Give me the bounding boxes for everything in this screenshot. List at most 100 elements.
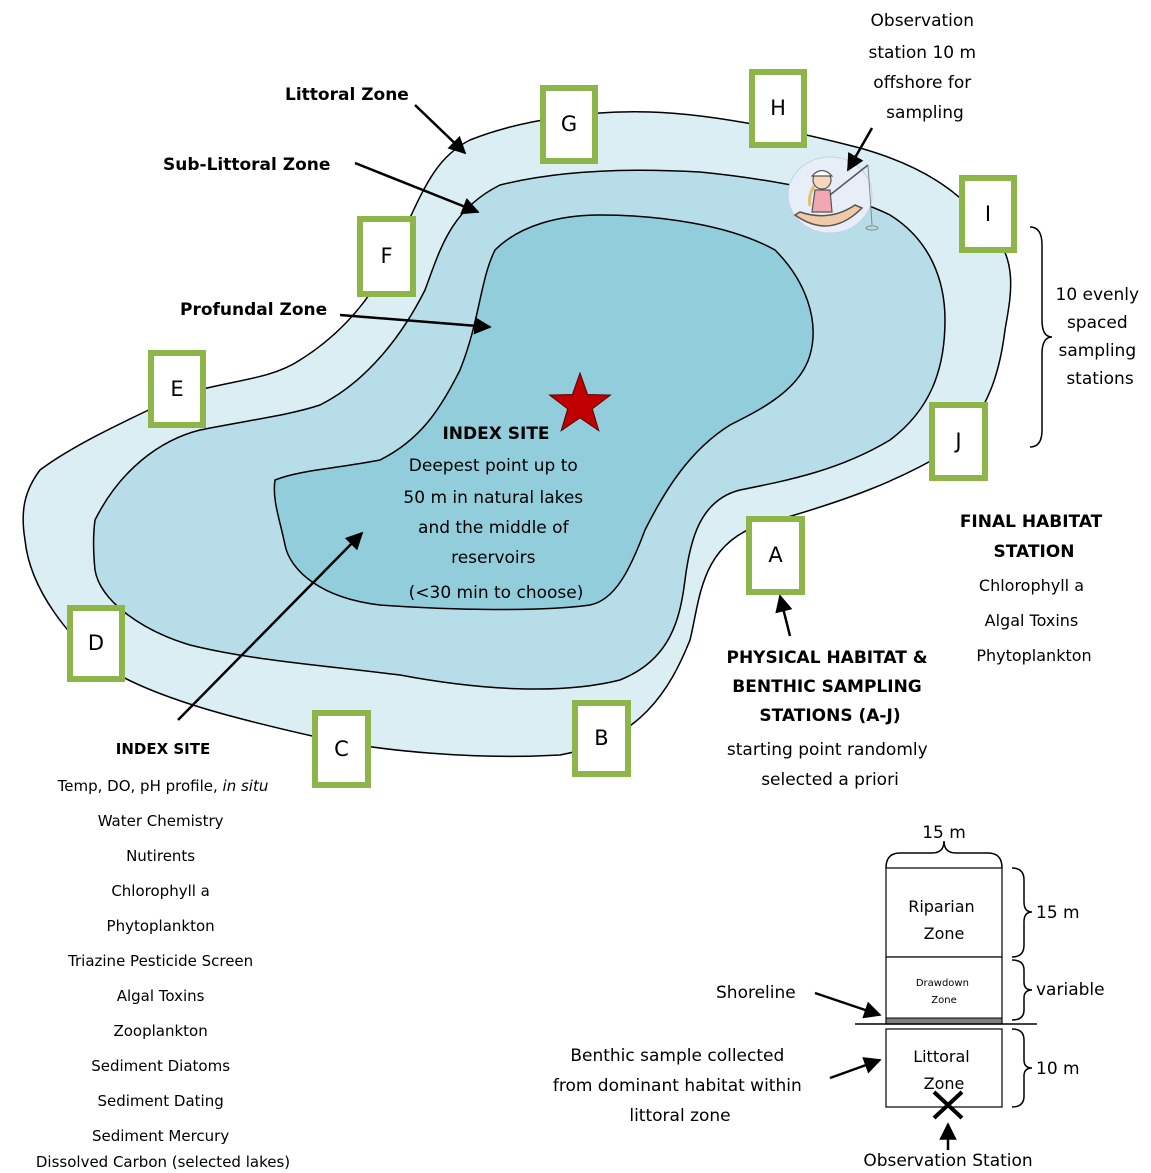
index-site-item: Sediment Mercury bbox=[92, 1127, 229, 1145]
drawdown-depth-label: variable bbox=[1036, 980, 1105, 1000]
index-site-item: Water Chemistry bbox=[98, 812, 224, 830]
station-j: J bbox=[929, 402, 988, 481]
littoral-plot-label-2: Zone bbox=[924, 1074, 965, 1093]
index-site-item: Sediment Dating bbox=[97, 1092, 223, 1110]
benthic-note-line-2: from dominant habitat within bbox=[553, 1076, 802, 1096]
physical-habitat-desc-line-2: selected a priori bbox=[761, 770, 899, 790]
shoreline-band bbox=[885, 1017, 1003, 1025]
station-f: F bbox=[357, 216, 416, 297]
stations-brace bbox=[1029, 226, 1053, 448]
station-g: G bbox=[540, 85, 598, 164]
riparian-zone-box bbox=[885, 867, 1003, 958]
drawdown-zone-label: Drawdown Zone bbox=[916, 978, 972, 1006]
station-d: D bbox=[67, 605, 125, 682]
station-j-label: J bbox=[953, 429, 961, 453]
observation-note-arrow bbox=[846, 127, 874, 172]
station-g-label: G bbox=[561, 112, 577, 136]
station-d-label: D bbox=[88, 631, 104, 655]
observation-station-x-icon bbox=[932, 1090, 964, 1120]
littoral-plot-box bbox=[885, 1028, 1003, 1108]
index-site-list-title: INDEX SITE bbox=[116, 740, 210, 758]
station-i-label: I bbox=[985, 202, 991, 226]
index-site-item: Zooplankton bbox=[113, 1022, 207, 1040]
index-site-item: Dissolved Carbon (selected lakes) bbox=[36, 1153, 290, 1171]
index-site-first-line-text: Temp, DO, pH profile, bbox=[57, 777, 223, 795]
station-b-label: B bbox=[594, 726, 608, 750]
station-a: A bbox=[746, 516, 805, 595]
final-habitat-title-line-1: FINAL HABITAT bbox=[960, 512, 1103, 532]
final-habitat-items: Chlorophyll a Algal Toxins Phytoplankton bbox=[976, 576, 1091, 665]
station-c: C bbox=[312, 710, 371, 788]
littoral-zone-arrow bbox=[414, 104, 467, 155]
observation-note-line-1: Observation bbox=[871, 11, 975, 31]
final-habitat-item-3: Phytoplankton bbox=[976, 646, 1091, 665]
station-a-label: A bbox=[768, 543, 783, 567]
station-i: I bbox=[959, 175, 1017, 253]
spacing-note-line-1: 10 evenly bbox=[1056, 285, 1140, 305]
spacing-note: 10 evenly spaced sampling stations bbox=[1056, 285, 1145, 389]
riparian-zone-label: Riparian Zone bbox=[908, 897, 980, 943]
drawdown-zone-label-1: Drawdown bbox=[916, 978, 969, 989]
index-site-first-line-italic: in situ bbox=[223, 777, 269, 795]
final-habitat-title-line-2: STATION bbox=[994, 542, 1075, 562]
physical-habitat-desc: starting point randomly selected a prior… bbox=[727, 740, 933, 790]
benthic-note-line-1: Benthic sample collected bbox=[570, 1046, 784, 1066]
station-h: H bbox=[749, 69, 807, 148]
shoreline-arrow bbox=[814, 991, 882, 1019]
station-f-label: F bbox=[380, 244, 392, 268]
index-site-center-line-2: 50 m in natural lakes bbox=[403, 488, 583, 508]
observation-note-line-4: sampling bbox=[886, 103, 964, 123]
index-site-item: Phytoplankton bbox=[107, 917, 215, 935]
observation-note-line-3: offshore for bbox=[873, 73, 971, 93]
index-site-center-text: Deepest point up to 50 m in natural lake… bbox=[403, 456, 588, 603]
spacing-note-line-2: spaced bbox=[1067, 313, 1128, 333]
station-b: B bbox=[572, 700, 631, 777]
riparian-depth-brace bbox=[1011, 867, 1033, 958]
profundal-zone-area bbox=[273, 214, 814, 611]
final-habitat-title: FINAL HABITAT STATION bbox=[960, 512, 1108, 562]
riparian-depth-label: 15 m bbox=[1036, 903, 1080, 923]
index-site-arrow bbox=[177, 531, 364, 721]
littoral-depth-brace bbox=[1011, 1028, 1033, 1108]
profundal-zone-arrow bbox=[339, 313, 492, 335]
plot-width-brace bbox=[885, 840, 1003, 869]
station-e-label: E bbox=[170, 377, 183, 401]
index-site-center-line-3: and the middle of bbox=[418, 518, 570, 538]
spacing-note-line-3: sampling bbox=[1058, 341, 1136, 361]
littoral-zone-label: Littoral Zone bbox=[285, 85, 409, 105]
index-site-center-line-4: reservoirs bbox=[451, 548, 536, 568]
drawdown-depth-brace bbox=[1011, 959, 1033, 1021]
benthic-note: Benthic sample collected from dominant h… bbox=[553, 1046, 807, 1126]
station-e: E bbox=[148, 350, 206, 428]
fisher-boat-icon bbox=[787, 156, 879, 234]
benthic-note-arrow bbox=[829, 1057, 882, 1080]
index-site-center-title: INDEX SITE bbox=[442, 424, 549, 444]
station-c-label: C bbox=[334, 737, 349, 761]
physical-habitat-title-line-2: BENTHIC SAMPLING bbox=[732, 677, 921, 697]
index-site-item: Nutirents bbox=[126, 847, 195, 865]
index-site-star-icon bbox=[548, 371, 612, 432]
drawdown-zone-box bbox=[885, 956, 1003, 1025]
benthic-note-line-3: littoral zone bbox=[629, 1106, 730, 1126]
littoral-plot-label-1: Littoral bbox=[913, 1047, 970, 1066]
observation-note: Observation station 10 m offshore for sa… bbox=[869, 11, 982, 123]
profundal-zone-label: Profundal Zone bbox=[180, 300, 327, 320]
index-site-item: Chlorophyll a bbox=[111, 882, 210, 900]
physical-habitat-title-line-1: PHYSICAL HABITAT & bbox=[727, 648, 928, 668]
index-site-item: Triazine Pesticide Screen bbox=[67, 952, 253, 970]
shoreline-label: Shoreline bbox=[716, 983, 796, 1003]
physical-habitat-desc-line-1: starting point randomly bbox=[727, 740, 928, 760]
sub-littoral-zone-label: Sub-Littoral Zone bbox=[163, 155, 330, 175]
index-site-item: Algal Toxins bbox=[117, 987, 205, 1005]
spacing-note-line-4: stations bbox=[1066, 369, 1134, 389]
drawdown-zone-label-2: Zone bbox=[931, 995, 956, 1006]
sampling-plot-diagram: 15 m Riparian Zone Drawdown Zone Littora… bbox=[553, 823, 1105, 1171]
plot-width-label: 15 m bbox=[922, 823, 966, 843]
index-site-first-line: Temp, DO, pH profile, in situ bbox=[57, 777, 269, 795]
index-site-item: Sediment Diatoms bbox=[91, 1057, 230, 1075]
observation-note-line-2: station 10 m bbox=[869, 43, 977, 63]
littoral-depth-label: 10 m bbox=[1036, 1059, 1080, 1079]
observation-station-label: Observation Station bbox=[863, 1151, 1032, 1171]
index-site-center-time: (<30 min to choose) bbox=[409, 583, 584, 603]
